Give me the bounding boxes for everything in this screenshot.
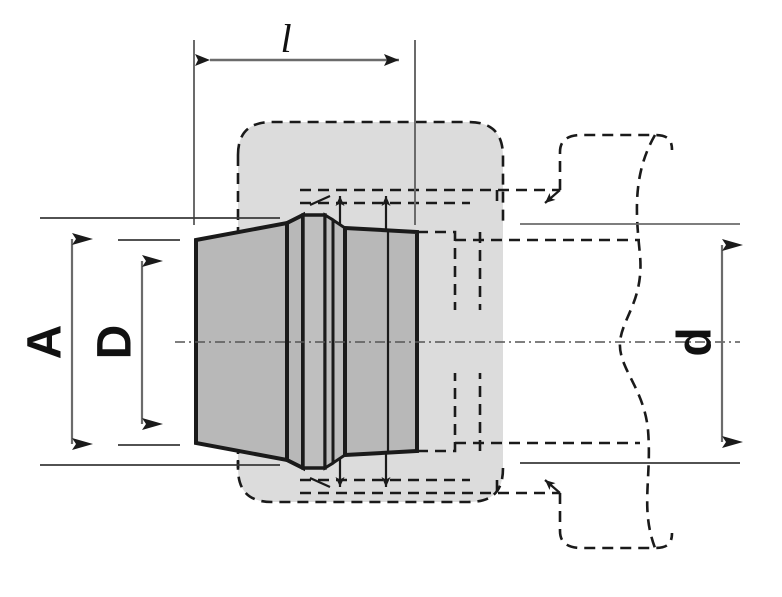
dim-A-label: A (19, 325, 72, 360)
hidden-upper-right-flare (558, 133, 674, 190)
hidden-nose-flare-lower (417, 373, 457, 453)
dimension-l: l (193, 16, 416, 225)
dimension-A: A (19, 217, 280, 466)
leader-tick-2 (309, 476, 331, 489)
ghost-bottom-arc (236, 460, 505, 504)
hidden-nose-flare-upper (417, 230, 457, 310)
leader-arrow-5 (544, 189, 561, 204)
dim-l-label: l (280, 16, 291, 61)
dimension-d: d (520, 223, 743, 464)
dimension-D: D (89, 239, 180, 446)
hidden-break-wavy-line (618, 134, 657, 549)
leader-tick-1 (309, 194, 331, 207)
ghost-top-arc (236, 120, 505, 225)
hidden-shank-geometry (300, 133, 674, 550)
leader-arrow-6 (544, 479, 561, 494)
dim-d-label: d (669, 327, 722, 356)
hidden-lower-right-flare (558, 493, 674, 550)
dim-D-label: D (89, 325, 142, 360)
